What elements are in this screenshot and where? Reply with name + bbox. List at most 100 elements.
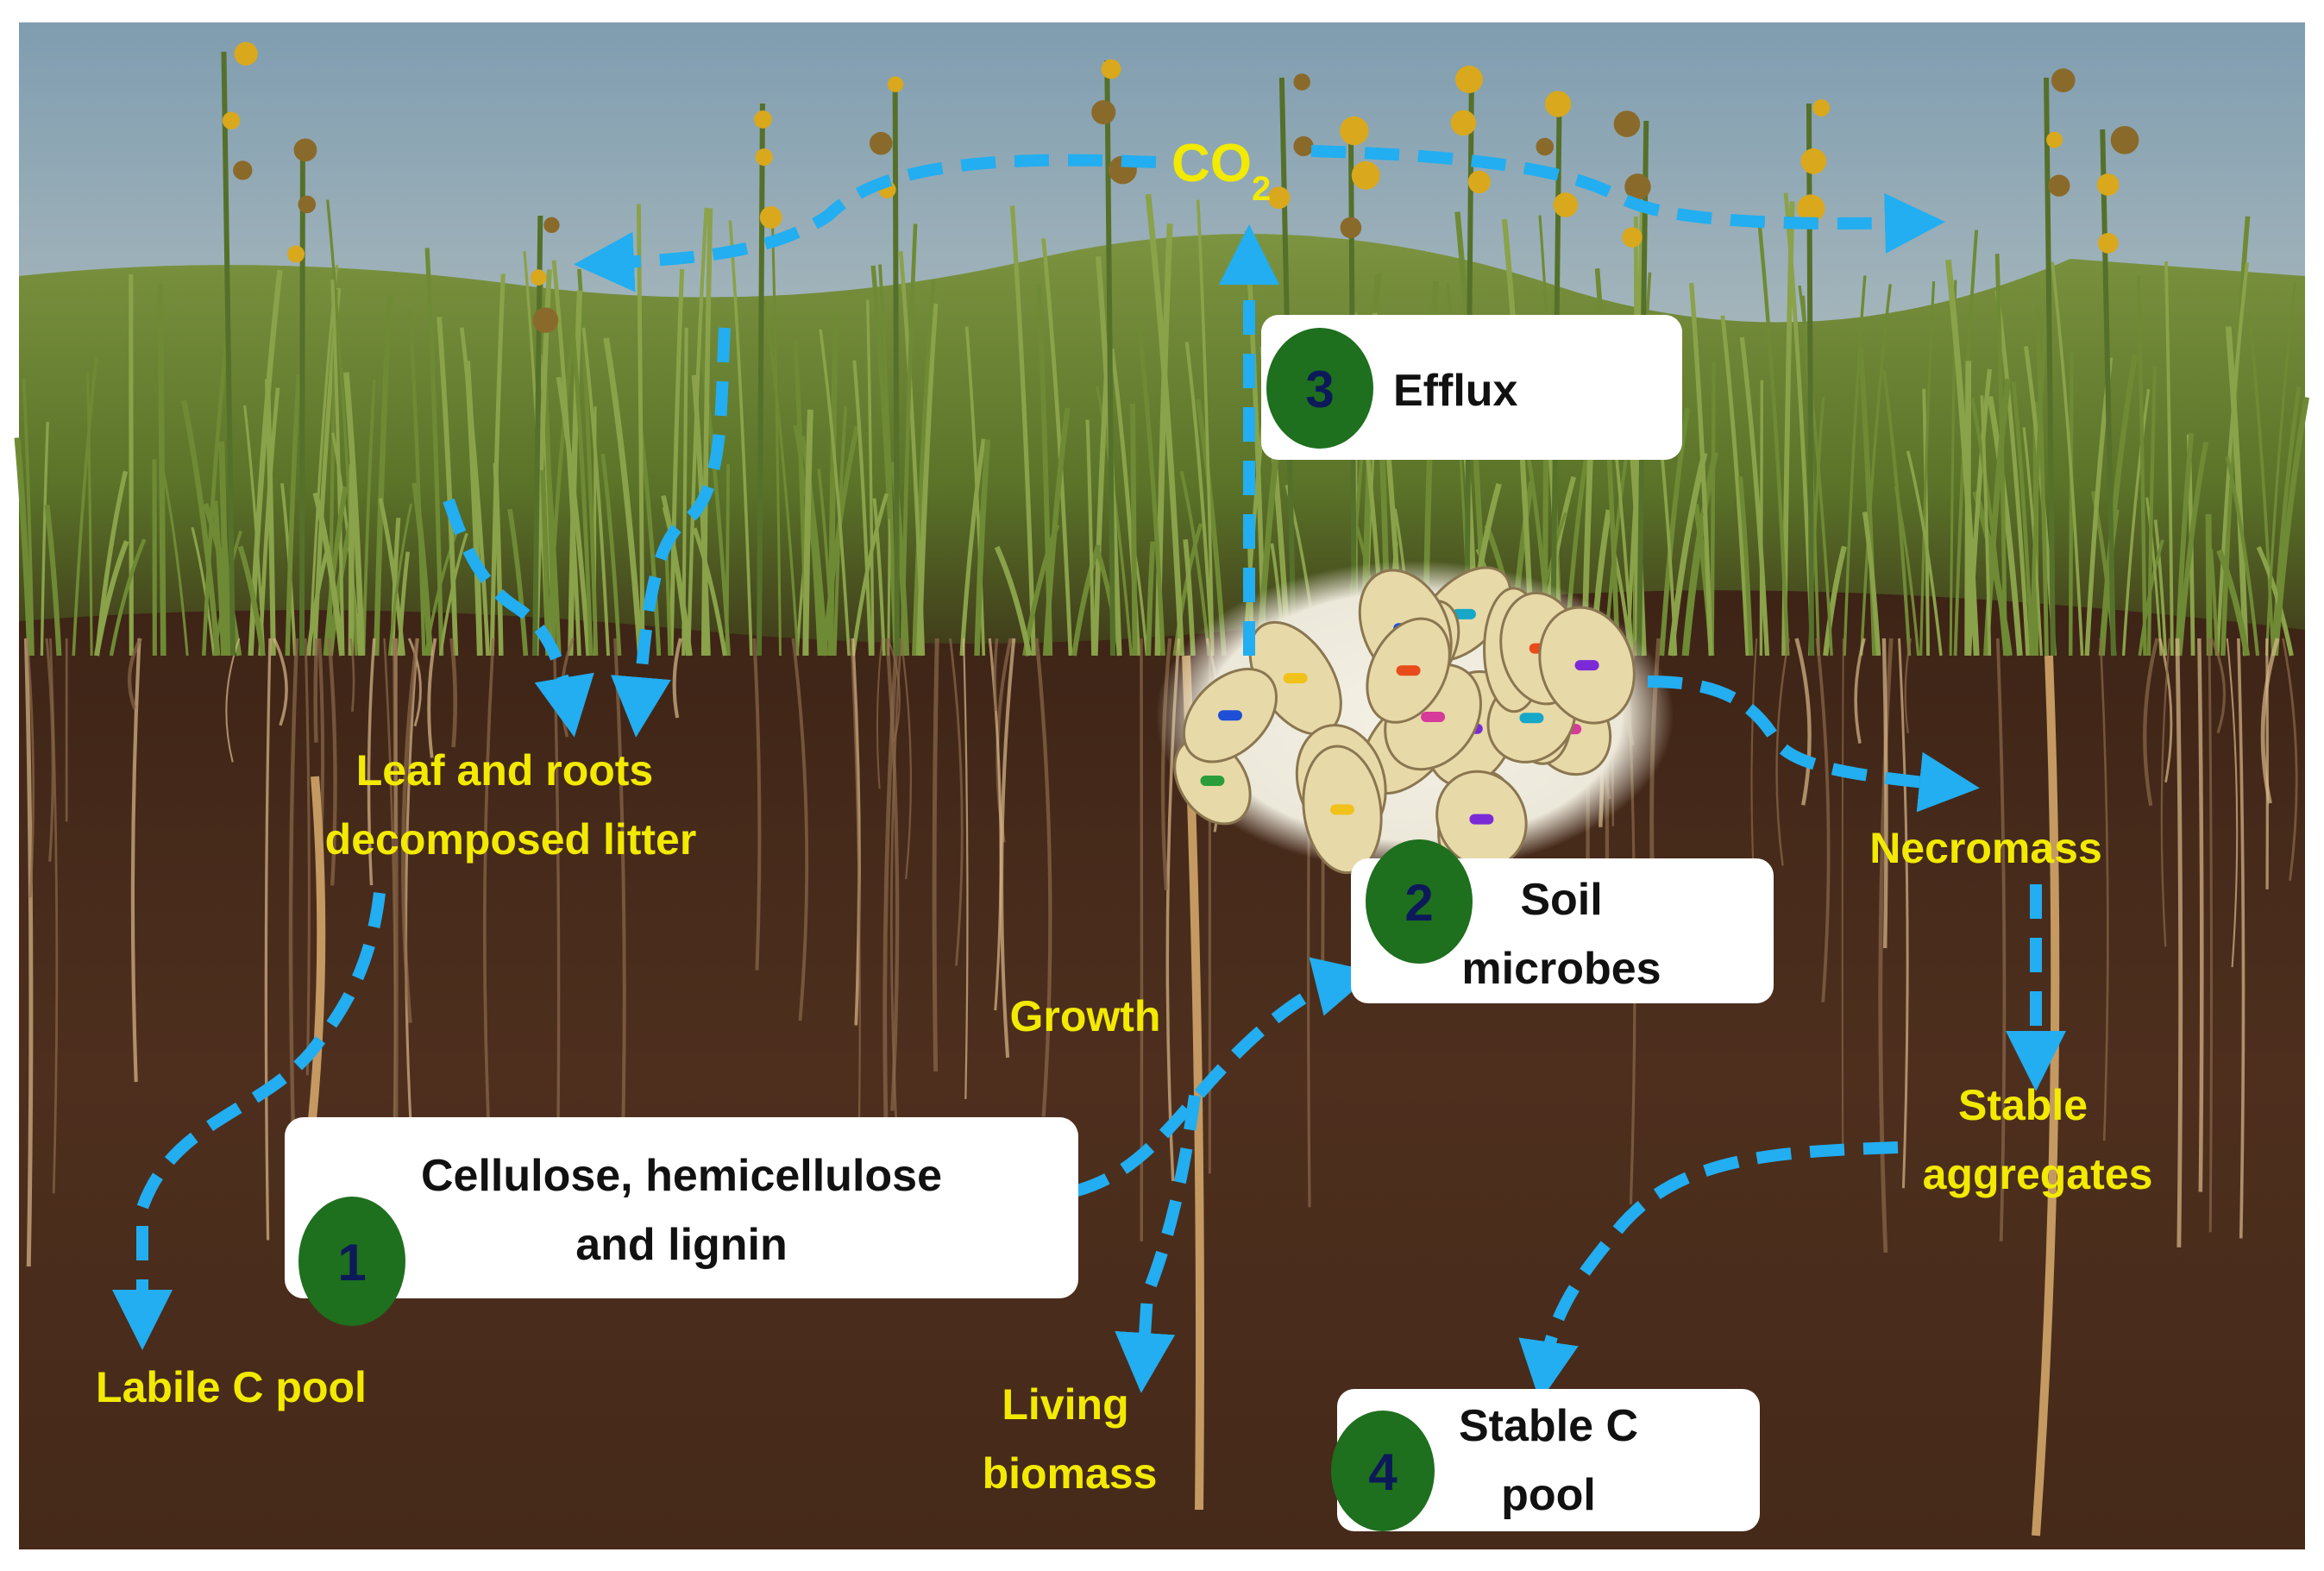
root-strand bbox=[304, 638, 311, 1076]
soil-microbes-box: Soil microbes 2 bbox=[1351, 839, 1774, 1003]
grass-blade bbox=[213, 530, 242, 657]
root-strand bbox=[367, 638, 376, 886]
badge-1 bbox=[298, 1197, 405, 1326]
grass-blade bbox=[964, 326, 986, 657]
flower-head bbox=[759, 206, 782, 229]
root-strand bbox=[672, 638, 682, 719]
grass-blade bbox=[696, 329, 731, 657]
grass-blade bbox=[1682, 451, 1719, 657]
grass-blade bbox=[577, 268, 599, 657]
flower-head bbox=[1267, 186, 1291, 209]
grass-blade bbox=[1136, 323, 1165, 657]
root-strand bbox=[407, 638, 422, 727]
grass-blade bbox=[1071, 544, 1102, 657]
grass-blade bbox=[44, 505, 62, 657]
root-strand bbox=[2160, 638, 2171, 947]
grass-blade bbox=[1041, 238, 1073, 657]
root-strand bbox=[1854, 638, 1866, 744]
grass-blade bbox=[285, 374, 301, 657]
grass-blade bbox=[872, 498, 886, 657]
grass-blade bbox=[1659, 407, 1691, 657]
flower-stem bbox=[1104, 60, 1115, 657]
grass-blade bbox=[2225, 456, 2260, 657]
grass-blade bbox=[129, 273, 134, 657]
flower-head bbox=[222, 111, 241, 130]
root-strand bbox=[949, 638, 964, 966]
grass-blade bbox=[201, 333, 229, 657]
flower-head bbox=[287, 245, 305, 263]
grass-blade bbox=[1894, 486, 1920, 657]
flower-stem bbox=[757, 103, 765, 657]
stable-aggregates-label-line2: aggregates bbox=[1923, 1150, 2153, 1198]
root-strand bbox=[404, 638, 419, 1141]
grass-blade bbox=[361, 379, 376, 657]
flower-head bbox=[1450, 110, 1477, 136]
flower-head bbox=[298, 195, 317, 214]
microbe-organelle bbox=[1396, 665, 1421, 676]
stable-aggregates-label-line1: Stable bbox=[1958, 1081, 2088, 1129]
efflux-box-bg bbox=[1261, 315, 1682, 460]
grass-blade bbox=[22, 378, 35, 657]
root-strand bbox=[1898, 638, 1909, 1189]
root-strand bbox=[1815, 638, 1831, 1002]
root-strand bbox=[1775, 638, 1791, 866]
grass-blade bbox=[2176, 441, 2209, 657]
root-strand bbox=[482, 638, 495, 1136]
grass-blade bbox=[2215, 262, 2250, 657]
arrow-aggregates-to-stable-c bbox=[1518, 1141, 1899, 1402]
microbe-organelle bbox=[1217, 710, 1242, 721]
stable-c-pool-box-line2: pool bbox=[1501, 1470, 1596, 1520]
necromass-label: Necromass bbox=[1869, 824, 2102, 872]
root-strand bbox=[1995, 638, 2007, 1241]
grass-blade bbox=[581, 327, 610, 657]
grass-blade bbox=[161, 471, 189, 657]
flower-head bbox=[1101, 59, 1121, 79]
flower-head bbox=[1796, 194, 1825, 223]
flower-head bbox=[1812, 99, 1831, 117]
root-strand bbox=[26, 638, 35, 898]
grass-blade bbox=[330, 280, 345, 657]
grass-blade bbox=[1681, 512, 1704, 657]
growth-label: Growth bbox=[1010, 992, 1161, 1040]
grass-blade bbox=[827, 313, 839, 657]
grass-blade bbox=[2153, 519, 2168, 657]
root-strand bbox=[791, 638, 809, 1021]
grass-blade bbox=[1756, 218, 1790, 657]
grass-blade bbox=[2098, 354, 2139, 657]
grass-blade bbox=[866, 299, 875, 657]
flower-head bbox=[1622, 227, 1643, 248]
root-strand bbox=[2208, 638, 2213, 1233]
litter-label-line1: Leaf and roots bbox=[356, 746, 653, 795]
grass-blade bbox=[669, 268, 685, 657]
grass-blade bbox=[1688, 282, 1713, 657]
grass-blade bbox=[407, 307, 426, 657]
root-strand bbox=[1904, 638, 1913, 733]
grass-blade bbox=[2272, 397, 2310, 657]
flower-head bbox=[887, 76, 904, 92]
grass-blade bbox=[2136, 275, 2147, 657]
microbe-organelle bbox=[1200, 776, 1225, 787]
flower-stem bbox=[1806, 103, 1814, 657]
stable-c-pool-box: Stable C pool 4 bbox=[1331, 1389, 1760, 1531]
grass-blade bbox=[437, 317, 459, 657]
grass-blade bbox=[994, 545, 1033, 657]
grass-blade bbox=[852, 360, 873, 657]
root-strand bbox=[2237, 638, 2245, 1239]
microbe-organelle bbox=[1574, 660, 1599, 671]
flower-head bbox=[1293, 135, 1314, 157]
root-strand bbox=[752, 638, 762, 971]
grass-blade bbox=[1798, 285, 1833, 657]
flower-head bbox=[2051, 68, 2076, 93]
flower-head bbox=[1293, 73, 1310, 91]
grass-blade bbox=[109, 538, 147, 657]
cellulose-box-bg bbox=[285, 1117, 1078, 1298]
root-strand bbox=[2226, 638, 2239, 968]
grass-blade bbox=[2225, 326, 2249, 657]
grass-blade bbox=[191, 526, 216, 657]
living-biomass-label-line2: biomass bbox=[983, 1449, 1158, 1498]
flower-head bbox=[1340, 116, 1369, 146]
root-strand bbox=[876, 638, 883, 789]
root-strand bbox=[2282, 638, 2298, 882]
grass-blade bbox=[157, 283, 166, 657]
